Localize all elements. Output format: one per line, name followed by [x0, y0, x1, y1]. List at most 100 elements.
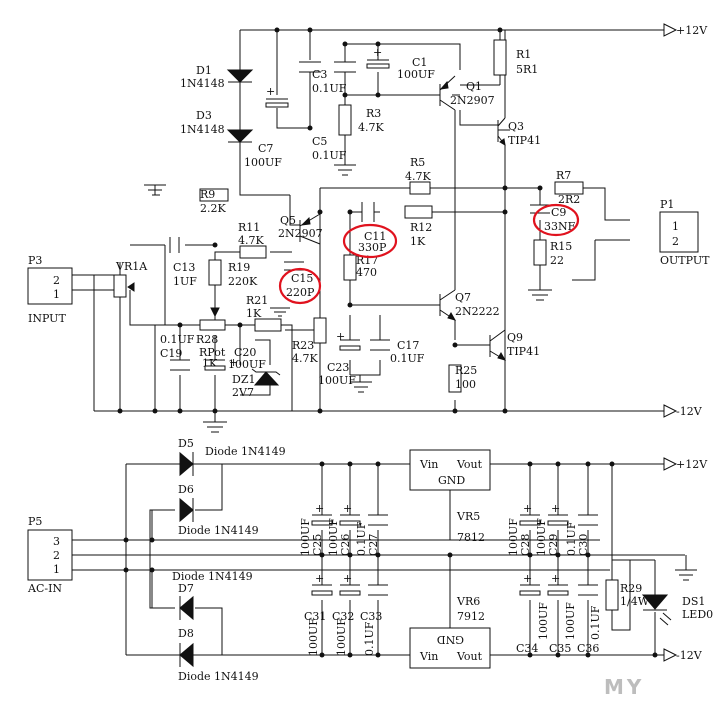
diode-d5: D5 Diode 1N4149 — [178, 437, 286, 477]
d1-value: 1N4148 — [180, 77, 225, 90]
vr5-out: Vout — [456, 458, 483, 471]
highlight-c9 — [532, 203, 580, 237]
rail-neg-bottom: -12V — [126, 648, 703, 662]
svg-text:+: + — [229, 356, 238, 369]
c25-value: 100UF — [299, 518, 312, 556]
p1-pin1: 1 — [672, 220, 679, 233]
vr5-in: Vin — [419, 458, 438, 471]
connector-p3: P3 2 1 INPUT — [27, 254, 73, 325]
resistor-r15: R15 22 — [533, 239, 572, 267]
cap-c20: + C20 100UF — [204, 346, 266, 371]
svg-text:+: + — [551, 502, 560, 515]
diode-d1: D1 1N4148 — [180, 60, 254, 100]
cap-c1: + C1 100UF — [366, 46, 435, 81]
d6-ref: D6 — [178, 483, 194, 496]
r5-ref: R5 — [410, 156, 425, 169]
d7-ref: D7 — [178, 582, 194, 595]
led-ds1: DS1 LED0 — [641, 594, 713, 626]
r11-ref: R11 — [238, 221, 260, 234]
r28-ref: R28 — [196, 333, 218, 346]
resistor-r21: R21 1K — [246, 294, 282, 332]
svg-text:+: + — [523, 502, 532, 515]
p3-title: INPUT — [28, 312, 66, 325]
r29-ref: R29 — [620, 582, 642, 595]
resistor-r3: R3 4.7K — [338, 104, 384, 136]
p5-pin1: 1 — [53, 563, 60, 576]
resistor-r23: R23 4.7K — [292, 317, 327, 365]
p5-ref: P5 — [28, 515, 42, 528]
transistor-q3: Q3 TIP41 — [497, 117, 541, 147]
cap-c15: C15 220P — [284, 261, 315, 299]
c5-ref: C5 — [312, 135, 327, 148]
potentiometer-vr1a: VR1A — [113, 260, 148, 411]
cap-c32: + C32 100UF — [332, 572, 361, 656]
r19-value: 220K — [228, 275, 258, 288]
c31-ref: C31 — [304, 610, 326, 623]
r28-type: RPot — [199, 346, 226, 359]
rail-pos-top-label: +12V — [676, 24, 708, 37]
p1-title: OUTPUT — [660, 254, 710, 267]
vr6-gnd: GND — [437, 633, 464, 646]
c23-ref: C23 — [327, 361, 349, 374]
c31-value: 100UF — [307, 618, 320, 656]
c13-value: 1UF — [173, 275, 197, 288]
diode-d7: Diode 1N4149 D7 — [172, 570, 253, 621]
vr6-in: Vin — [419, 650, 438, 663]
r17-value: 470 — [356, 266, 377, 279]
svg-text:+: + — [523, 572, 532, 585]
ground-symbols — [144, 164, 697, 581]
d7-value: Diode 1N4149 — [172, 570, 253, 583]
cap-c11: C11 330P — [358, 202, 387, 254]
dz1-ref: DZ1 — [232, 373, 255, 386]
r3-value: 4.7K — [358, 121, 384, 134]
cap-c27: 0.1UF C27 — [355, 514, 388, 556]
q1-ref: Q1 — [466, 80, 482, 93]
d8-value: Diode 1N4149 — [178, 670, 259, 683]
vr6-value: 7912 — [457, 610, 485, 623]
c32-value: 100UF — [335, 618, 348, 656]
p1-ref: P1 — [660, 198, 674, 211]
q1-value: 2N2907 — [450, 94, 495, 107]
c35-ref: C35 — [549, 642, 571, 655]
dz1-value: 2V7 — [232, 386, 254, 399]
c15-value: 220P — [286, 286, 315, 299]
diode-d3: D3 1N4148 — [180, 100, 254, 170]
highlight-c15 — [278, 267, 322, 305]
r29-value: 1/4W — [620, 595, 650, 608]
r1-ref: R1 — [516, 48, 531, 61]
rail-neg-bottom-label: -12V — [676, 649, 703, 662]
cap-c30: 0.1UF C30 — [565, 514, 598, 556]
c36-value: 0.1UF — [589, 605, 602, 640]
c26-value: 100UF — [327, 518, 340, 556]
c17-value: 0.1UF — [390, 352, 425, 365]
c7-value: 100UF — [244, 156, 282, 169]
ground-input — [203, 411, 227, 433]
r12-value: 1K — [410, 235, 426, 248]
cap-c13: C13 1UF — [169, 237, 197, 288]
resistor-r19: R19 220K — [208, 259, 258, 288]
p5-title: AC-IN — [27, 582, 62, 595]
r12-ref: R12 — [410, 221, 432, 234]
svg-text:+: + — [343, 502, 352, 515]
svg-text:+: + — [336, 330, 345, 343]
transistor-q1: Q1 2N2907 — [439, 75, 495, 111]
r7-value: 2R2 — [558, 193, 580, 206]
p3-pin1: 1 — [53, 288, 60, 301]
cap-c17: C17 0.1UF — [370, 339, 425, 365]
r25-value: 100 — [455, 378, 476, 391]
c28-ref: C28 — [519, 534, 532, 556]
c9-value: 33NF — [544, 220, 576, 233]
diode-d8: D8 Diode 1N4149 — [178, 627, 259, 683]
diode-d6: D6 Diode 1N4149 — [178, 483, 259, 537]
cap-c25: + 100UF C25 — [299, 502, 333, 556]
resistor-r12: R12 1K — [404, 205, 433, 248]
vr6-out: Vout — [456, 650, 483, 663]
p3-ref: P3 — [28, 254, 42, 267]
highlight-c11 — [342, 223, 398, 259]
c23-value: 100UF — [318, 374, 356, 387]
cap-c29: + 100UF C29 — [535, 502, 569, 556]
c27-ref: C27 — [367, 534, 380, 556]
ground-c3 — [334, 164, 356, 176]
resistor-r9: R9 R9 — [199, 188, 229, 202]
ground-c23 — [350, 375, 372, 393]
